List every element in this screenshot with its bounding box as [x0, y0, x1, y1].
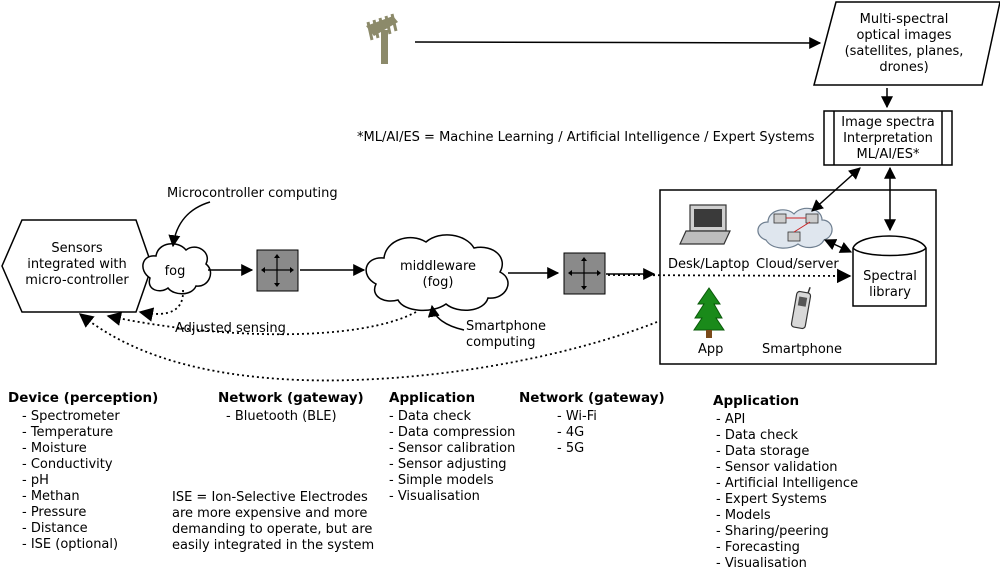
- list-item: - Sensor adjusting: [389, 457, 507, 472]
- app-label: App: [698, 342, 723, 357]
- middleware-line-2: (fog): [423, 275, 454, 290]
- desk-laptop-label: Desk/Laptop: [668, 257, 749, 272]
- antenna-to-images-arrow: [414, 36, 822, 49]
- list-item: - API: [716, 412, 746, 427]
- list-item: - Visualisation: [716, 556, 807, 571]
- ise-note-line: ISE = Ion-Selective Electrodes: [172, 490, 368, 505]
- list-item: - Distance: [22, 521, 88, 536]
- list-item: - Methan: [22, 489, 80, 504]
- spectral-library-node: [852, 235, 927, 307]
- column-application-cloud: Application - API - Data check - Data st…: [713, 393, 858, 572]
- list-item: - Expert Systems: [716, 492, 827, 507]
- spectral-library-line-1: Spectral: [863, 269, 917, 284]
- list-item: - Conductivity: [22, 457, 113, 472]
- laptop-icon: [679, 204, 731, 245]
- middleware-line-1: middleware: [400, 259, 476, 274]
- microcontroller-arrow: [168, 201, 211, 248]
- smartphone-label: Smartphone: [762, 342, 842, 357]
- fog-label: fog: [165, 264, 186, 279]
- list-item: - Pressure: [22, 505, 87, 520]
- satellite-line-3: (satellites, planes,: [845, 44, 964, 59]
- application-to-sensors-dotted: [78, 313, 658, 382]
- list-item: - Data storage: [716, 444, 810, 459]
- list-item: - Models: [716, 508, 771, 523]
- column-network-ble: Network (gateway) - Bluetooth (BLE): [218, 390, 364, 425]
- router-icon: [563, 252, 606, 295]
- dotted-flow-to-library: [607, 268, 852, 284]
- column-header: Application: [713, 393, 800, 409]
- smartphone-computing-arrow: [427, 304, 465, 331]
- column-application-fog: Application - Data check - Data compress…: [389, 390, 515, 505]
- interpretation-cloud-arrow: [811, 167, 861, 212]
- list-item: - Data compression: [389, 425, 516, 440]
- list-item: - Bluetooth (BLE): [226, 409, 337, 424]
- column-header: Application: [389, 390, 476, 406]
- list-item: - Sensor validation: [716, 460, 838, 475]
- ise-note-line: easily integrated in the system: [172, 538, 375, 553]
- satellite-line-1: Multi-spectral: [860, 12, 949, 27]
- list-item: - Simple models: [389, 473, 494, 488]
- column-header: Network (gateway): [519, 390, 665, 406]
- column-header: Device (perception): [8, 390, 159, 406]
- satellite-line-2: optical images: [856, 28, 951, 43]
- column-network-wireless: Network (gateway) - Wi-Fi - 4G - 5G: [519, 390, 665, 457]
- list-item: - 4G: [557, 425, 585, 440]
- tree-app-icon: [693, 287, 725, 338]
- microcontroller-computing-label: Microcontroller computing: [167, 186, 338, 201]
- antenna-icon: [366, 13, 398, 64]
- list-item: - Visualisation: [389, 489, 480, 504]
- adjusted-sensing-label: Adjusted sensing: [175, 321, 286, 336]
- ise-note-line: are more expensive and more: [172, 506, 368, 521]
- ise-note-line: demanding to operate, but are: [172, 522, 373, 537]
- spectral-library-line-2: library: [869, 285, 911, 300]
- list-item: - pH: [22, 473, 49, 488]
- cloud-server-label: Cloud/server: [756, 257, 839, 272]
- list-item: - Sharing/peering: [716, 524, 829, 539]
- middleware-cloud: [365, 234, 509, 312]
- list-item: - Artificial Intelligence: [716, 476, 859, 491]
- sensors-line-2: integrated with: [27, 257, 127, 272]
- interpretation-line-1: Image spectra: [841, 115, 934, 130]
- column-device: Device (perception) - Spectrometer - Tem…: [8, 390, 158, 553]
- list-item: - ISE (optional): [22, 537, 119, 552]
- list-item: - Temperature: [22, 425, 114, 440]
- smartphone-computing-line-2: computing: [466, 335, 535, 350]
- list-item: - Data check: [716, 428, 799, 443]
- satellite-line-4: drones): [879, 60, 928, 75]
- ise-note: ISE = Ion-Selective Electrodes are more …: [172, 490, 374, 554]
- column-header: Network (gateway): [218, 390, 364, 406]
- list-item: - Data check: [389, 409, 472, 424]
- list-item: - 5G: [557, 441, 585, 456]
- sensors-line-3: micro-controller: [25, 273, 129, 288]
- list-item: - Forecasting: [716, 540, 800, 555]
- cloud-server-icon: [757, 207, 833, 249]
- list-item: - Wi-Fi: [557, 409, 597, 424]
- interpretation-line-2: Interpretation: [843, 131, 933, 146]
- sensors-line-1: Sensors: [51, 241, 103, 256]
- mobile-phone-icon: [790, 286, 812, 330]
- fog-cloud: [142, 243, 212, 295]
- smartphone-computing-line-1: Smartphone: [466, 319, 546, 334]
- interpretation-line-3: ML/AI/ES*: [857, 147, 920, 162]
- list-item: - Moisture: [22, 441, 87, 456]
- cloud-library-arrow: [823, 239, 853, 253]
- sensors-node: [1, 219, 153, 313]
- interpretation-box: [823, 110, 953, 166]
- fog-to-sensors-dotted: [138, 289, 184, 322]
- ml-footnote: *ML/AI/ES = Machine Learning / Artificia…: [357, 130, 815, 145]
- list-item: - Sensor calibration: [389, 441, 516, 456]
- list-item: - Spectrometer: [22, 409, 120, 424]
- adjusted-sensing-dotted: [106, 311, 417, 336]
- multispectral-images-box: [813, 1, 1000, 86]
- router-icon: [256, 249, 299, 292]
